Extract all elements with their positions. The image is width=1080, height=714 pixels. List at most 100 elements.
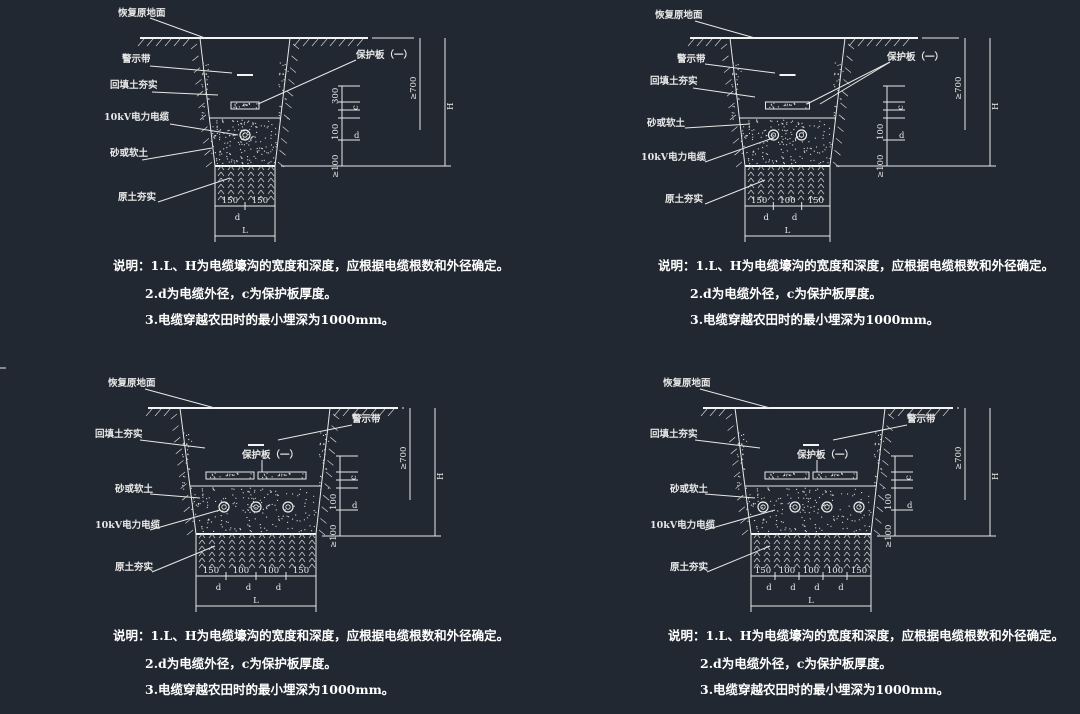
sand-dot (279, 86, 281, 88)
hatch-stroke (211, 539, 216, 545)
plate-texture (816, 472, 855, 479)
sand-dot (781, 513, 783, 515)
sand-dot (823, 144, 825, 146)
hatch-stroke (320, 518, 327, 524)
hatch-stroke (248, 545, 253, 551)
hatch-stroke (853, 557, 858, 563)
sand-dot (216, 160, 218, 162)
sand-dot (322, 434, 325, 436)
sand-dot (786, 129, 788, 131)
sand-dot (212, 133, 214, 135)
trench-wall-right (315, 407, 331, 535)
sand-dot (212, 487, 214, 489)
sand-dot (807, 501, 809, 503)
sand-dot (192, 503, 194, 505)
hatch-stroke (863, 545, 868, 551)
sand-dot (214, 152, 216, 154)
sand-dot (817, 512, 819, 514)
hatch-stroke (177, 460, 184, 466)
dim-bottom-d-0: d (235, 213, 241, 223)
dim-bottom-d-1: d (790, 583, 796, 593)
hatch-stroke (228, 557, 233, 563)
sand-dot (230, 161, 233, 163)
sand-dot (214, 134, 216, 137)
hatch-stroke (853, 533, 858, 539)
hatch-stroke (766, 539, 771, 545)
hatch-stroke (700, 408, 708, 417)
sand-dot (266, 127, 268, 129)
sand-dot (202, 500, 204, 502)
sand-dot (754, 520, 756, 522)
sand-dot (241, 143, 243, 145)
sand-dot (214, 516, 216, 518)
hatch-stroke (750, 189, 755, 195)
sand-dot (245, 104, 247, 106)
sand-dot (784, 104, 786, 107)
hatch-stroke (760, 165, 765, 171)
sand-dot (250, 473, 252, 475)
hatch-stroke (164, 38, 172, 47)
sand-dot (182, 456, 184, 458)
hatch-stroke (261, 551, 266, 557)
hatch-stroke (221, 545, 226, 551)
sand-dot (850, 514, 852, 516)
hatch-stroke (833, 539, 838, 545)
sand-dot (282, 64, 284, 66)
sand-dot (187, 453, 189, 455)
sand-dot (284, 64, 286, 66)
sand-dot (203, 112, 205, 114)
hatch-stroke (753, 539, 758, 545)
sand-dot (824, 149, 826, 151)
sand-dot (853, 493, 855, 495)
sand-dot (325, 434, 327, 436)
sand-dot (757, 496, 759, 498)
ground-hatch-left (700, 408, 726, 417)
trench-wall-left (729, 37, 746, 167)
hatch-stroke (360, 408, 368, 417)
sand-dot (212, 489, 214, 491)
hatch-stroke (250, 195, 255, 201)
hatch-stroke (888, 408, 896, 417)
hatch-stroke (787, 195, 792, 201)
sand-dot (834, 473, 836, 475)
note-3: 3.电缆穿越农田时的最小埋深为1000mm。 (145, 312, 394, 327)
sand-dot (279, 105, 281, 107)
hatch-stroke (838, 114, 846, 121)
sand-dot (207, 522, 209, 524)
sand-dot (270, 161, 272, 163)
dim-ge700: ≥700 (954, 77, 964, 100)
sand-dot (185, 459, 187, 461)
sand-dot (772, 472, 774, 474)
sand-dot (860, 499, 862, 501)
sand-dot (216, 128, 218, 130)
hatch-stroke (866, 533, 871, 539)
sand-dot (818, 163, 820, 165)
sand-dot (225, 521, 227, 523)
protective-plate (257, 471, 307, 480)
sand-dot (754, 153, 757, 155)
sand-dot (232, 503, 234, 505)
hatch-stroke (241, 563, 246, 569)
sand-dot (795, 161, 797, 163)
hatch-stroke (227, 183, 232, 189)
sand-dot (255, 122, 257, 124)
sand-dot (233, 474, 235, 476)
sand-dot (281, 473, 283, 475)
sand-dot (775, 515, 777, 517)
hatch-stroke (734, 149, 741, 156)
hatch-stroke (741, 529, 749, 536)
sand-dot (748, 128, 750, 130)
sand-dot (770, 473, 772, 475)
sand-dot (842, 528, 844, 530)
sand-dot (781, 156, 783, 158)
hatch-stroke (240, 195, 245, 201)
hatch-stroke (268, 545, 273, 551)
hatch-stroke (843, 551, 848, 557)
hatch-stroke (773, 533, 778, 539)
sand-dot (748, 160, 750, 162)
sand-dot (213, 530, 215, 532)
hatch-stroke (722, 55, 729, 62)
sand-dot (817, 152, 819, 154)
sand-dot (809, 518, 811, 520)
